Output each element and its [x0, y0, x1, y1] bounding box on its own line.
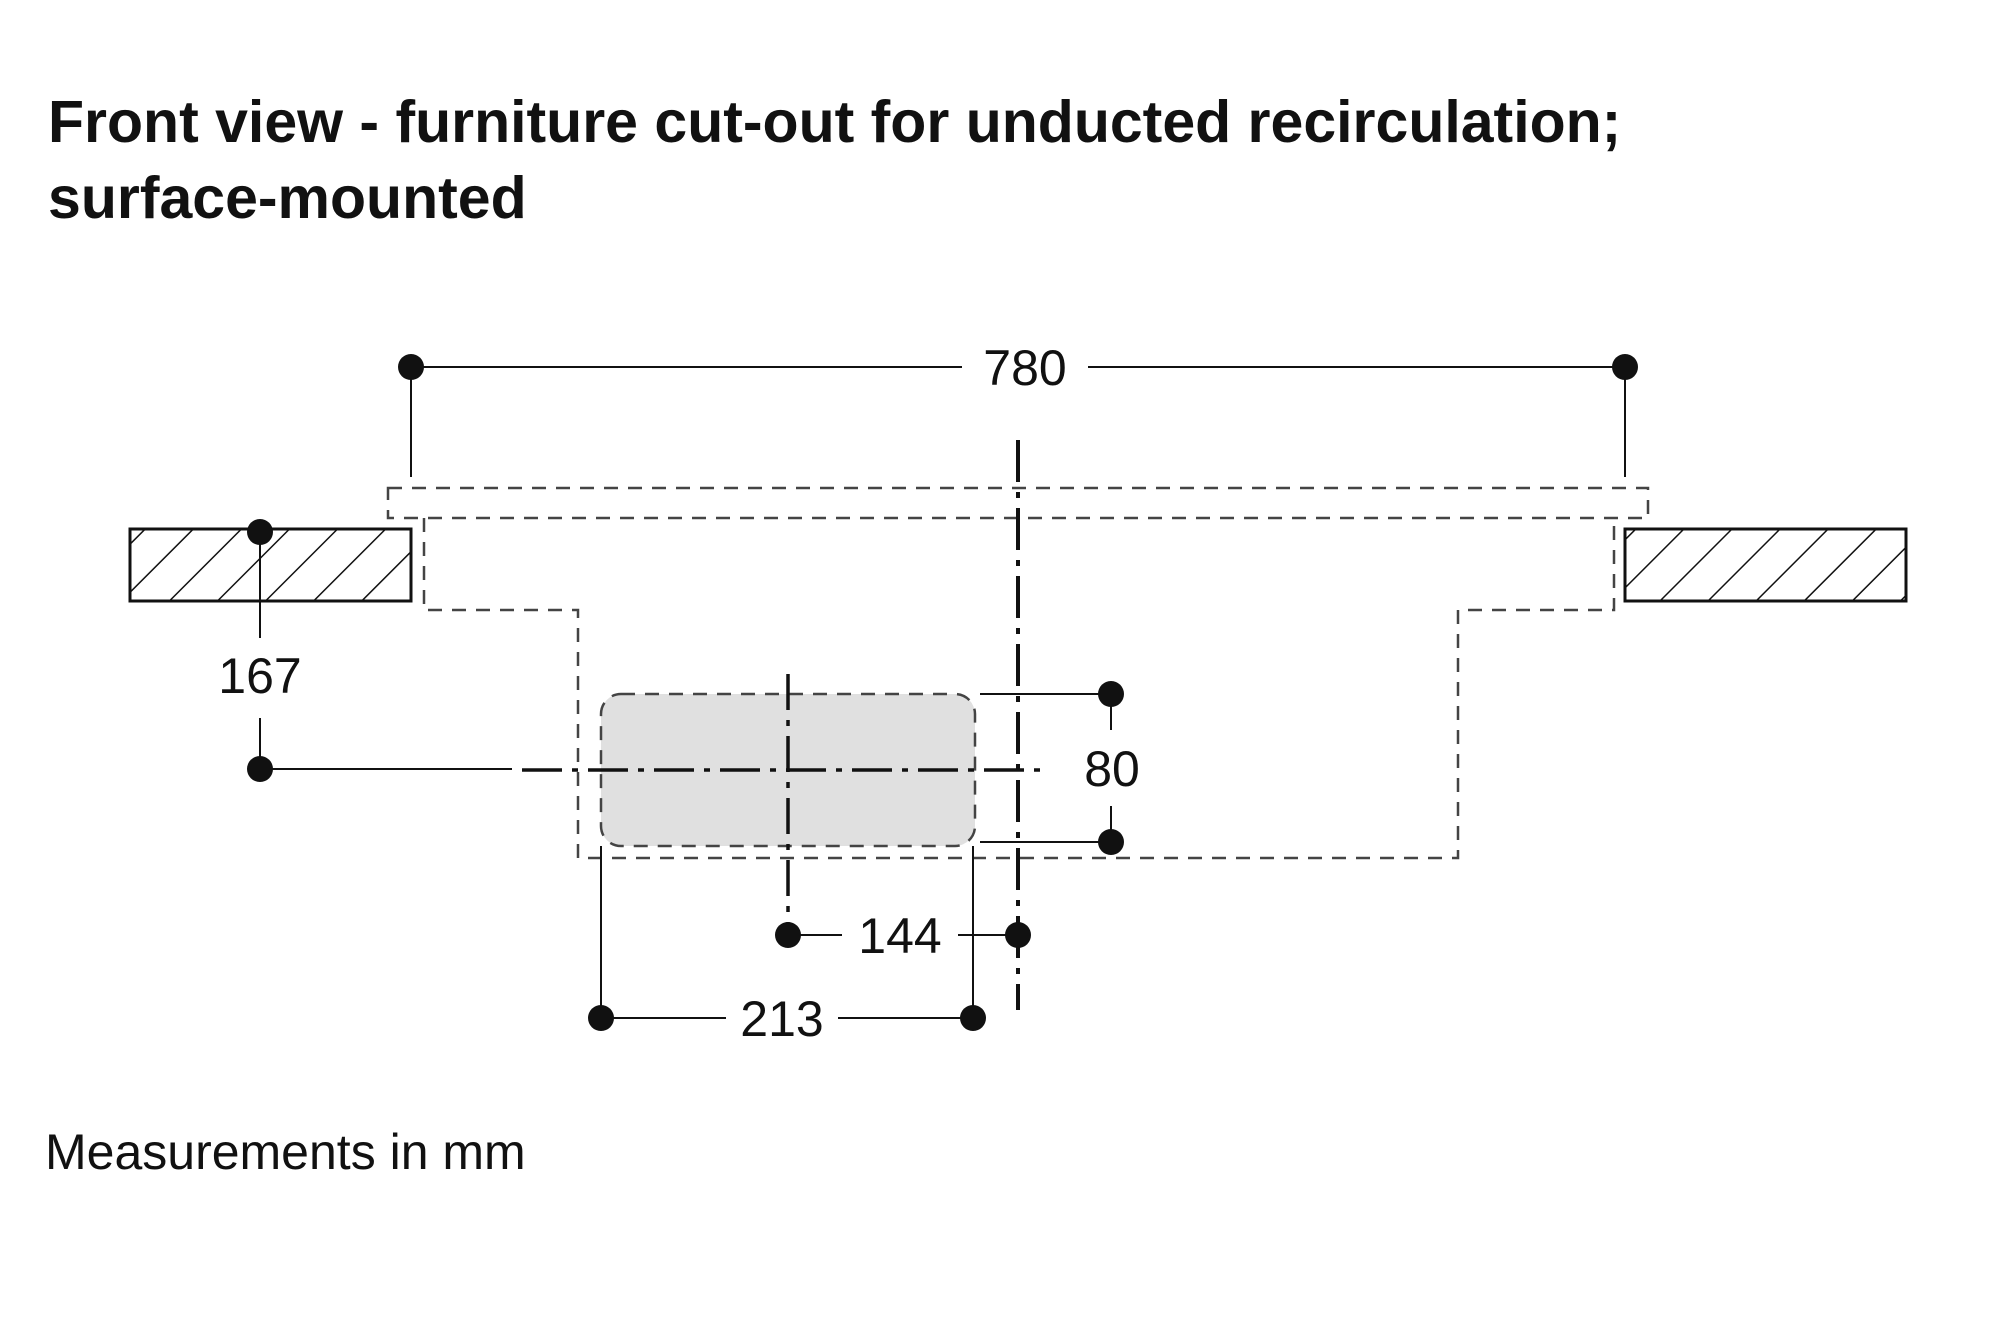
measurement-unit-note: Measurements in mm — [45, 1124, 526, 1180]
dimension-marker — [1098, 829, 1124, 855]
dimension-marker — [1612, 354, 1638, 380]
worktop-left — [128, 527, 413, 603]
dimension-marker — [960, 1005, 986, 1031]
dimension-label-780: 780 — [983, 340, 1066, 396]
dimension-marker — [588, 1005, 614, 1031]
diagram-title: Front view - furniture cut-out for unduc… — [48, 84, 1848, 236]
dimension-marker — [398, 354, 424, 380]
dimension-marker — [1098, 681, 1124, 707]
appliance-body — [422, 518, 1616, 860]
dimension-marker — [775, 922, 801, 948]
dimension-167: 167 — [218, 519, 512, 782]
dimension-label-144: 144 — [858, 908, 941, 964]
title-line-2: surface-mounted — [48, 165, 527, 231]
dimension-label-80: 80 — [1084, 741, 1140, 797]
dimension-80: 80 — [980, 681, 1140, 855]
dimension-label-213: 213 — [740, 991, 823, 1047]
dimension-144: 144 — [775, 908, 1031, 964]
dimension-marker — [247, 519, 273, 545]
dimension-marker — [247, 756, 273, 782]
title-line-1: Front view - furniture cut-out for unduc… — [48, 89, 1622, 155]
dimension-213: 213 — [588, 846, 986, 1047]
dimension-marker — [1005, 922, 1031, 948]
dimension-label-167: 167 — [218, 648, 301, 704]
dimension-780: 780 — [398, 340, 1638, 477]
worktop-right — [1623, 527, 1908, 603]
